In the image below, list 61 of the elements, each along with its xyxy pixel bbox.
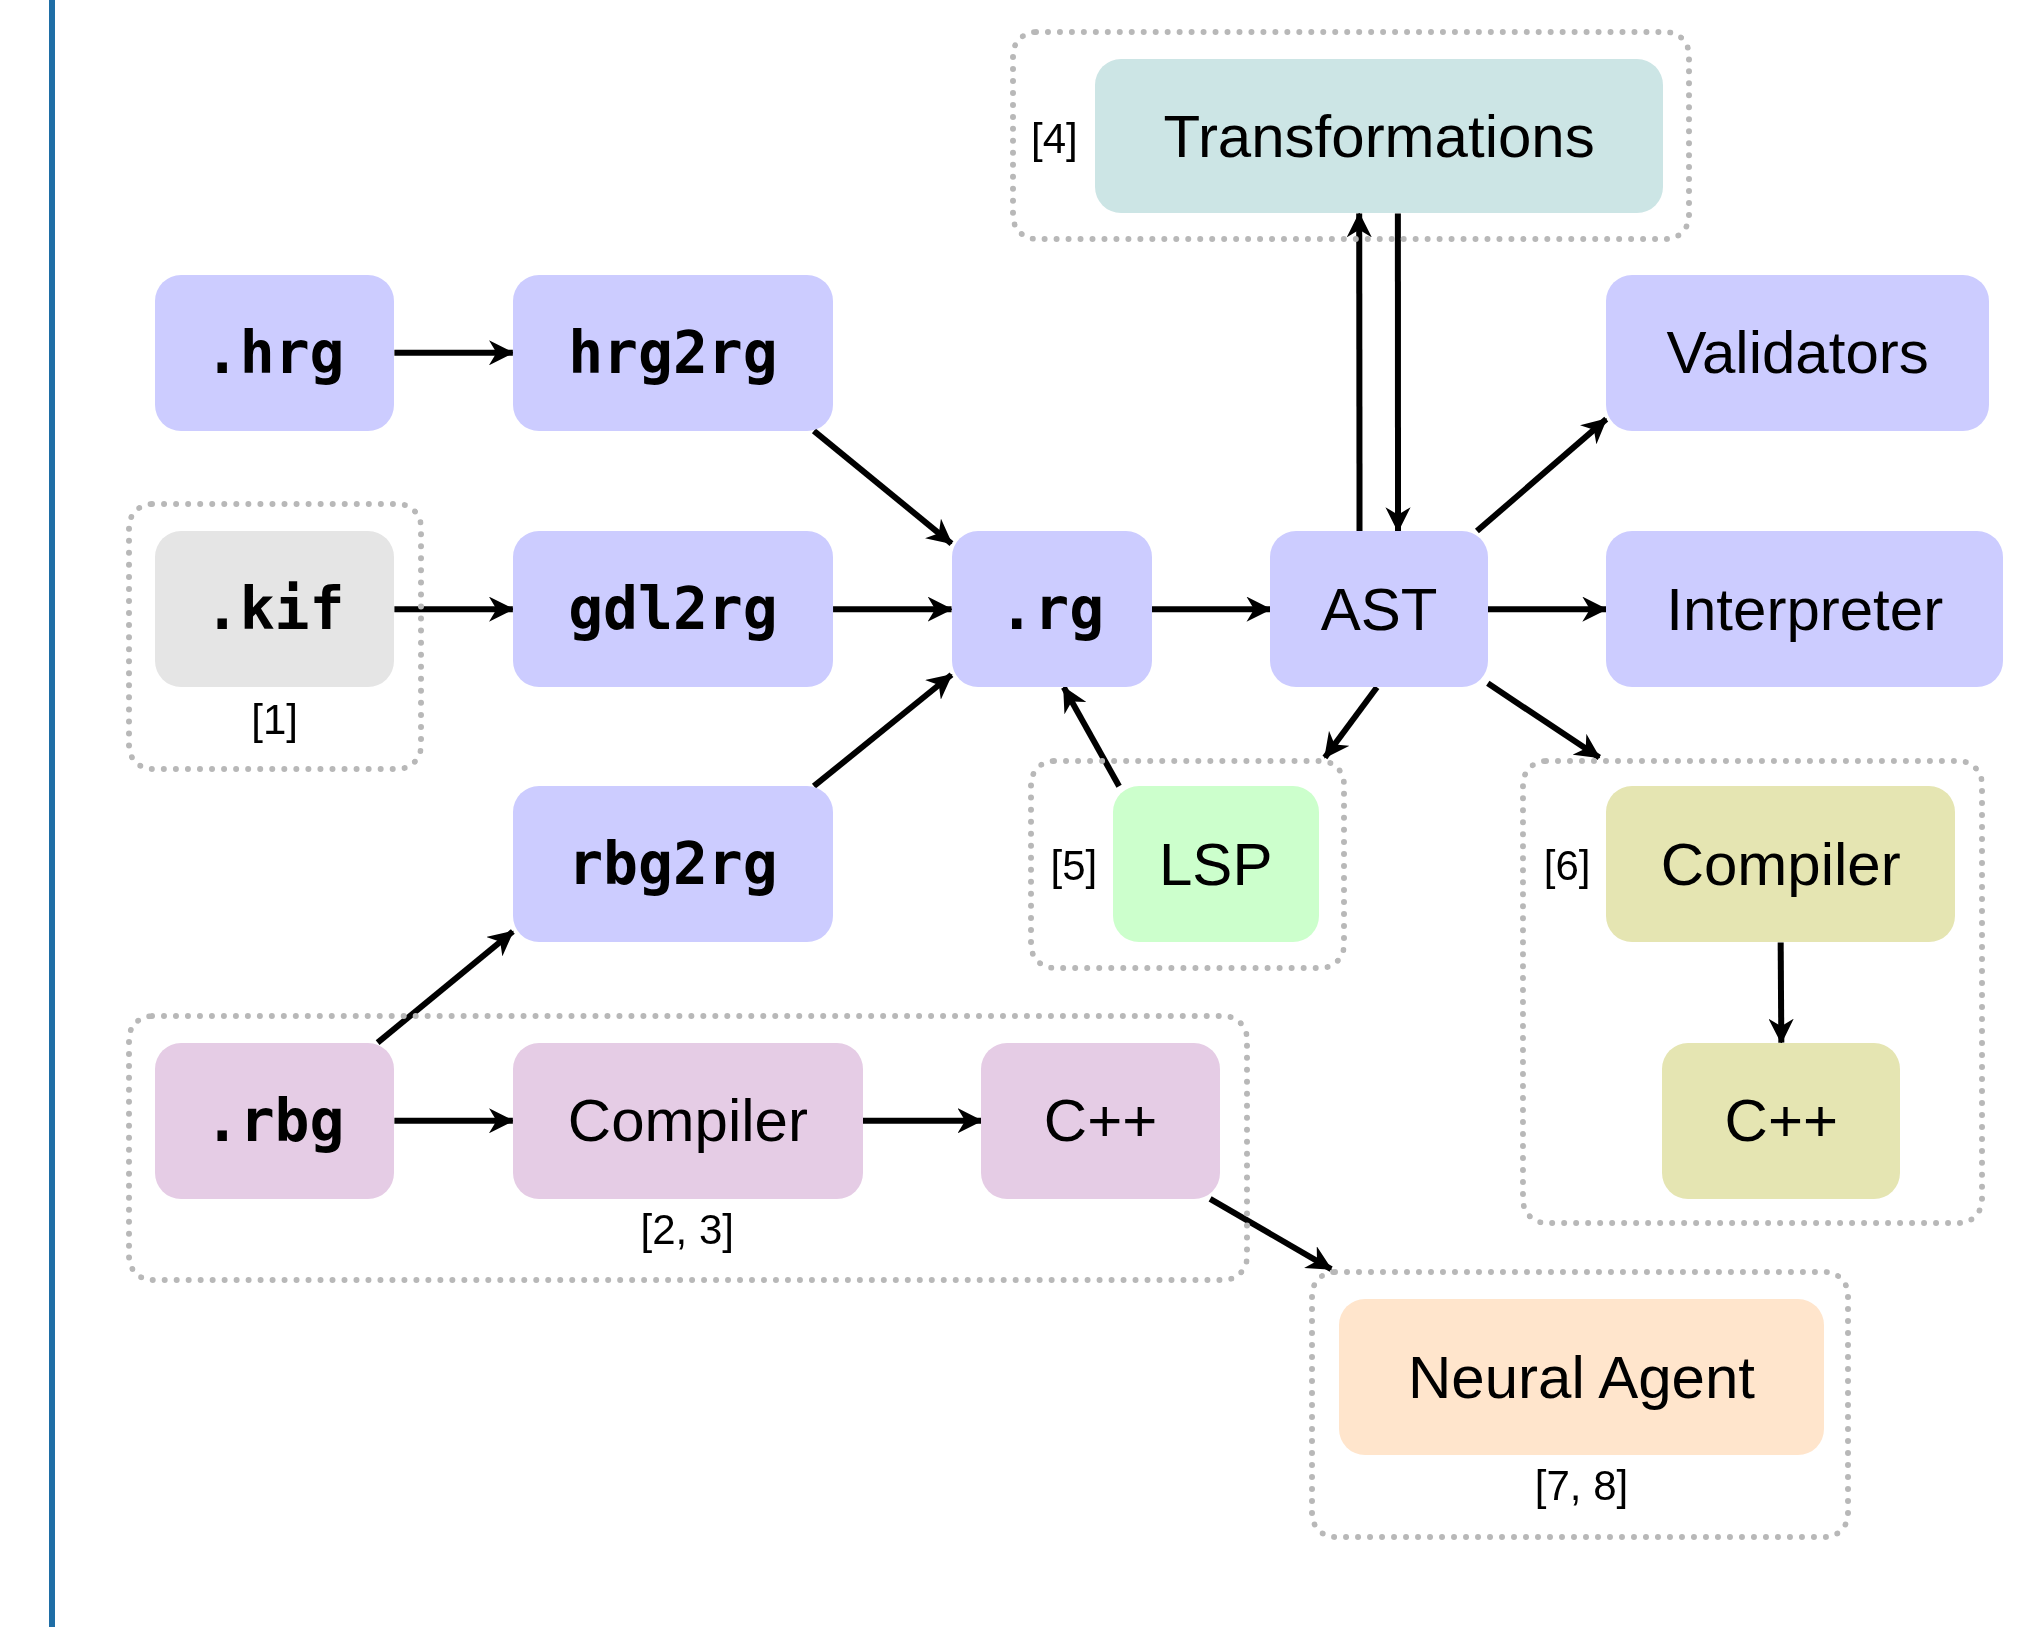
node-label: .hrg xyxy=(204,318,345,387)
dotted-group-frame xyxy=(1309,1269,1851,1540)
node-label: .kif xyxy=(204,575,345,644)
process-box xyxy=(1606,531,2004,688)
arrow xyxy=(1768,942,1794,1044)
arrow xyxy=(1061,685,1122,788)
citation-label: [1] xyxy=(251,695,298,744)
process-box xyxy=(512,274,834,431)
node-label: rbg2rg xyxy=(568,830,778,899)
process-box xyxy=(981,1042,1220,1199)
arrow xyxy=(1474,416,1609,534)
process-box xyxy=(154,274,395,431)
arrow xyxy=(833,596,953,622)
dotted-group-frame xyxy=(126,1012,1250,1284)
node-label: LSP xyxy=(1159,829,1273,899)
process-box xyxy=(1270,531,1488,688)
arrow xyxy=(1322,685,1380,760)
node-label: Validators xyxy=(1666,318,1929,388)
node-label: .rbg xyxy=(204,1086,345,1155)
citation-label: [2, 3] xyxy=(640,1206,734,1255)
node-label: gdl2rg xyxy=(568,575,778,644)
process-box xyxy=(512,531,834,688)
arrow xyxy=(1151,596,1272,622)
arrow xyxy=(1486,680,1601,761)
process-box xyxy=(1662,1042,1901,1199)
process-box xyxy=(951,531,1152,688)
citation-label: [6] xyxy=(1543,841,1591,890)
arrow xyxy=(1385,213,1411,533)
arrow xyxy=(811,672,954,789)
node-label: hrg2rg xyxy=(568,318,778,387)
node-label: AST xyxy=(1320,574,1438,644)
process-box xyxy=(512,786,834,943)
arrow xyxy=(1487,596,1608,622)
process-box xyxy=(512,1042,863,1199)
process-box xyxy=(1112,786,1319,943)
process-box xyxy=(1339,1299,1824,1456)
node-label: Neural Agent xyxy=(1408,1342,1755,1412)
process-box xyxy=(154,1042,395,1199)
arrow xyxy=(1346,212,1372,532)
node-label: C++ xyxy=(1724,1086,1838,1156)
dotted-group-frame xyxy=(126,501,425,772)
node-label: C++ xyxy=(1043,1086,1158,1156)
node-label: .rg xyxy=(999,575,1105,644)
arrow xyxy=(375,929,515,1045)
dotted-group-frame xyxy=(1520,757,1985,1227)
citation-label: [5] xyxy=(1050,841,1098,890)
process-box xyxy=(1606,786,1956,943)
dotted-group-frame xyxy=(1010,28,1693,243)
process-box xyxy=(1094,58,1664,214)
arrow xyxy=(1208,1196,1333,1272)
node-label: Compiler xyxy=(1660,829,1901,899)
arrow xyxy=(863,1108,983,1134)
arrow xyxy=(811,428,954,546)
node-label: Compiler xyxy=(567,1086,808,1156)
process-box xyxy=(154,531,395,688)
citation-label: [4] xyxy=(1031,115,1078,164)
citation-label: [7, 8] xyxy=(1534,1462,1629,1511)
process-box xyxy=(1606,274,1989,431)
node-label: Interpreter xyxy=(1666,574,1944,644)
node-label: Transformations xyxy=(1163,101,1595,171)
dotted-group-frame xyxy=(1028,757,1348,972)
